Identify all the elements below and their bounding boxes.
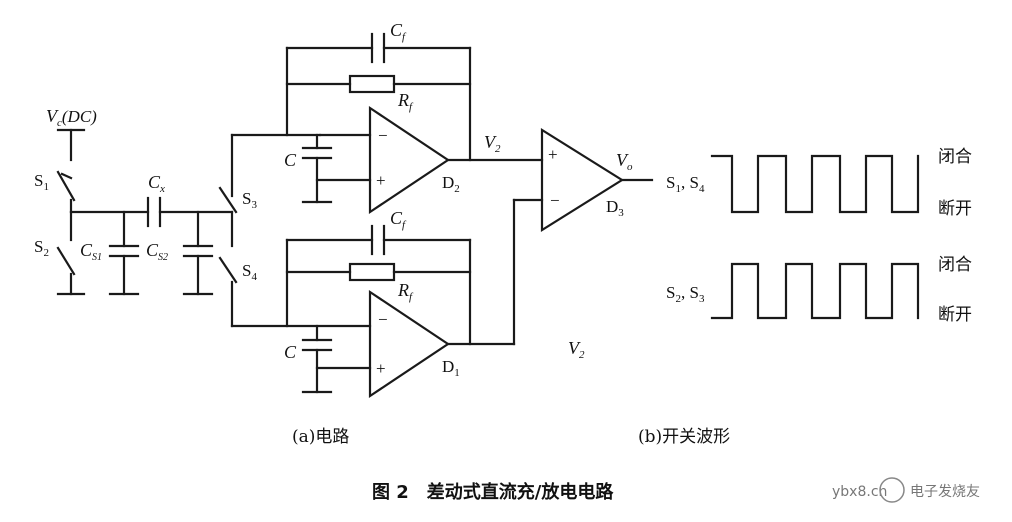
c-top-label: C	[284, 150, 297, 170]
rf-top-label: Rf	[397, 90, 414, 113]
watermark: ybx8.cn 电子发烧友	[832, 477, 980, 503]
cf-bot-label: Cf	[390, 208, 407, 231]
d1-minus: −	[378, 310, 388, 329]
v2-top-label: V2	[484, 132, 501, 155]
cf-top-label: Cf	[390, 20, 407, 43]
cs1-capacitor	[108, 210, 140, 296]
row2-closed: 闭合	[938, 255, 972, 275]
opamp-d3	[540, 128, 654, 232]
d3-label: D3	[606, 197, 624, 219]
figure-title: 图 2 差动式直流充/放电电路	[372, 481, 614, 503]
waveform-labels: S1, S4 S2, S3 闭合 断开 闭合 断开	[666, 147, 972, 325]
vo-label: Vo	[616, 150, 633, 173]
d3-minus: −	[550, 191, 560, 210]
wave-row1-label: S1, S4	[666, 173, 705, 195]
row1-closed: 闭合	[938, 147, 972, 167]
wave-row2-label: S2, S3	[666, 283, 705, 305]
captions: (a)电路 (b)开关波形 图 2 差动式直流充/放电电路	[292, 427, 730, 503]
d1-label: D1	[442, 357, 460, 379]
d3-plus: +	[548, 145, 558, 164]
watermark-site: ybx8.cn	[832, 484, 887, 500]
caption-b: (b)开关波形	[638, 427, 730, 447]
d1-plus: +	[376, 359, 386, 378]
cs1-label: CS1	[80, 240, 102, 263]
waveform-s2-s3	[710, 262, 920, 320]
v2-bot-label: V2	[568, 338, 585, 361]
caption-a: (a)电路	[292, 427, 349, 447]
vc-label: Vc(DC)	[46, 106, 97, 129]
waveform-s1-s4	[710, 154, 920, 214]
s3-label: S3	[242, 189, 257, 211]
row1-open: 断开	[938, 199, 972, 219]
d2-label: D2	[442, 173, 460, 195]
opamp-d1	[285, 198, 544, 399]
s4-label: S4	[242, 261, 257, 283]
c-bot-label: C	[284, 342, 297, 362]
s1-label: S1	[34, 171, 49, 193]
component-labels: Vc(DC) S1 S2 Cx CS1 CS2 S3 S4 Cf Rf Cf R…	[34, 20, 633, 379]
s2-label: S2	[34, 237, 49, 259]
rf-bot-label: Rf	[397, 280, 414, 303]
opamp-d2	[285, 32, 544, 215]
s4-blade	[218, 256, 238, 284]
cs2-capacitor	[182, 210, 214, 296]
watermark-logo-icon	[879, 477, 905, 503]
d2-plus: +	[376, 171, 386, 190]
cx-capacitor	[146, 196, 234, 228]
s1-blade	[60, 172, 73, 180]
row2-open: 断开	[938, 305, 972, 325]
d2-minus: −	[378, 126, 388, 145]
watermark-brand: 电子发烧友	[910, 484, 980, 500]
cs2-label: CS2	[146, 240, 168, 263]
input-source	[56, 128, 150, 296]
cx-label: Cx	[148, 172, 165, 195]
s3-s4-switches	[218, 133, 372, 328]
s3-blade	[218, 186, 238, 214]
